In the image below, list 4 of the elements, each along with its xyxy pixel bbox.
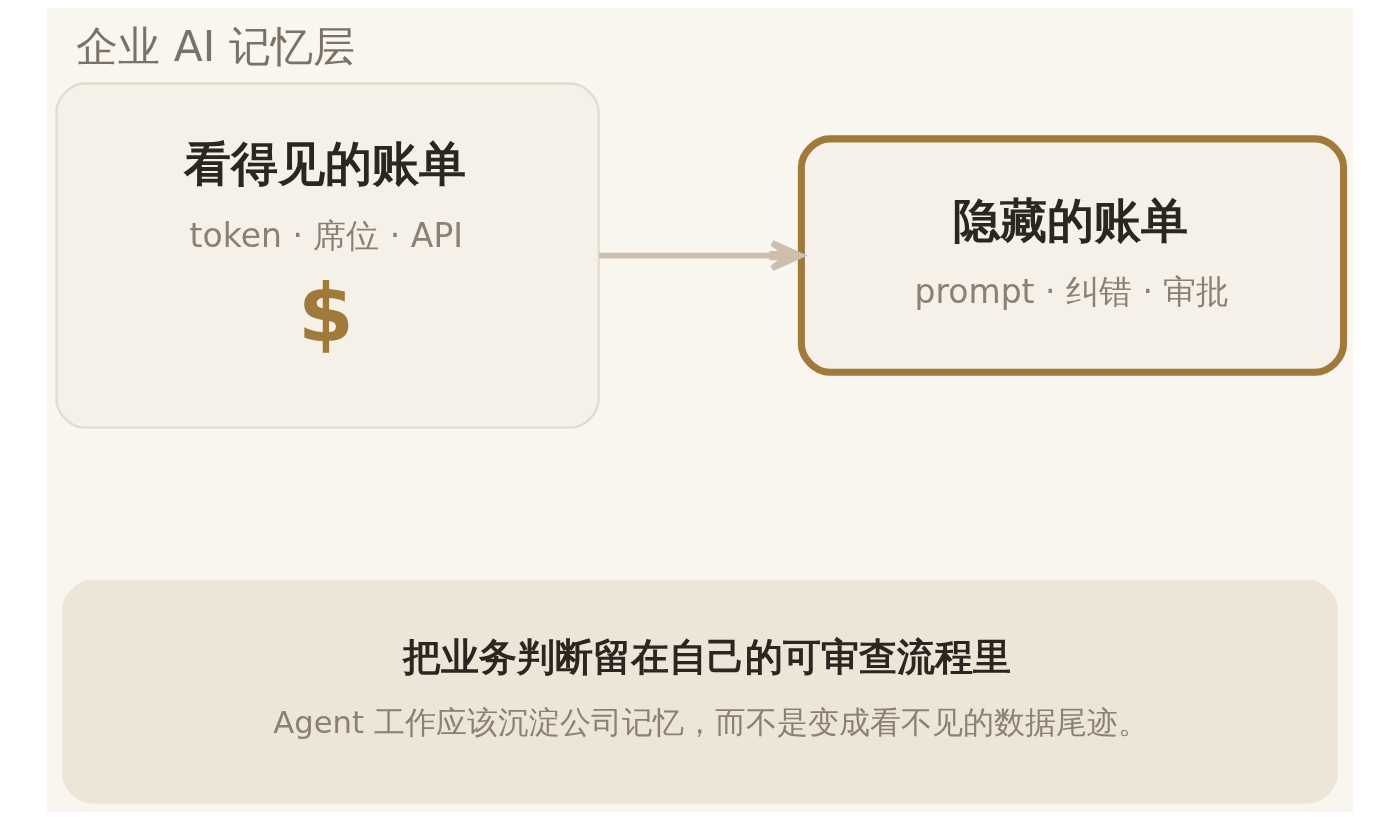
node-box: 把业务判断留在自己的可审查流程里 Agent 工作应该沉淀公司记忆，而不是变成看不见的数据尾迹。 xyxy=(62,579,1338,804)
node-box: 隐藏的账单 prompt · 纠错 · 审批 xyxy=(797,135,1348,376)
node-box: 看得见的账单 token · 席位 · API $ xyxy=(55,82,600,429)
diagram-title: 企业 AI 记忆层 xyxy=(76,21,355,71)
